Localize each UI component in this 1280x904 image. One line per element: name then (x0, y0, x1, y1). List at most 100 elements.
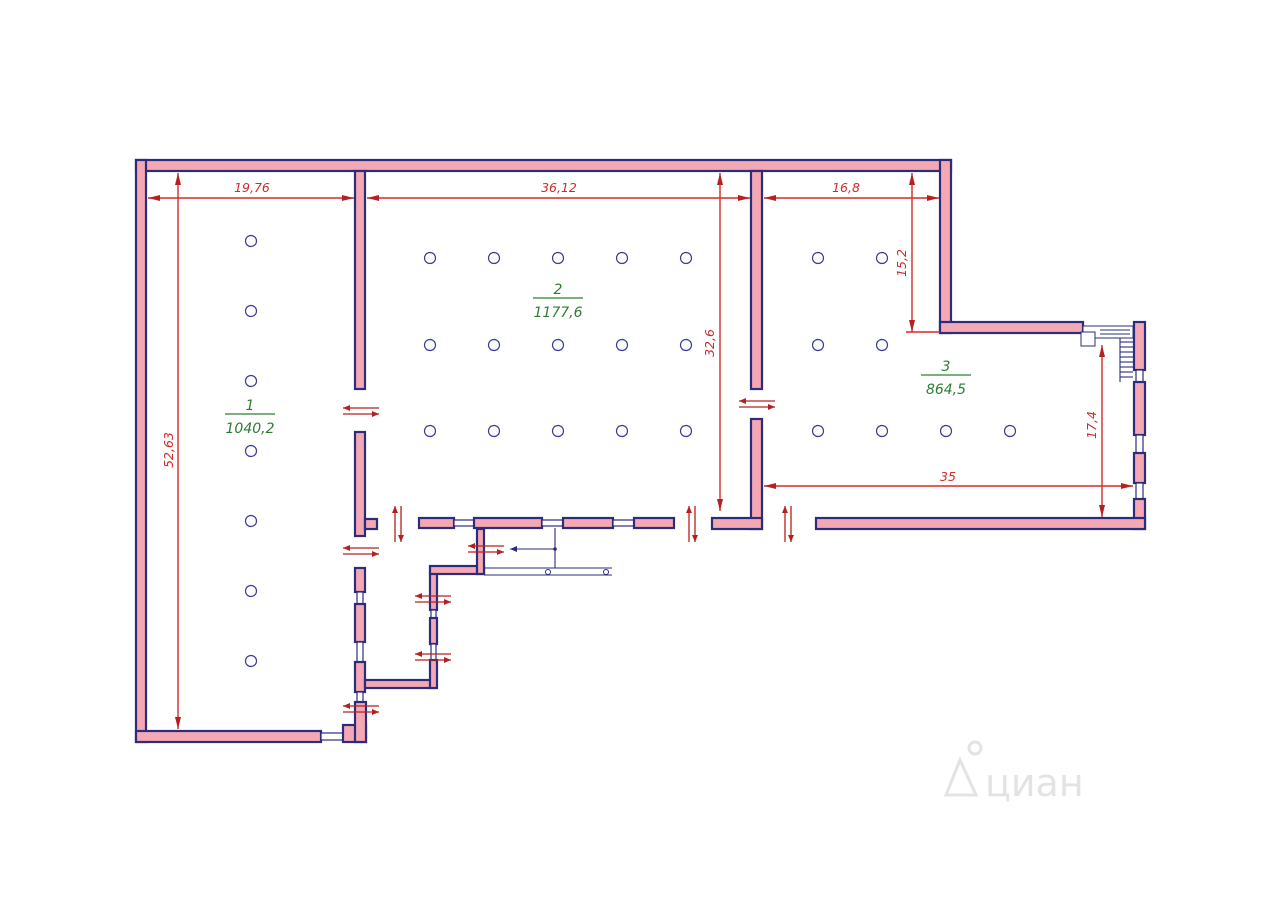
column-marker (244, 234, 258, 248)
dim-room3-lower-depth: 17,4 (1084, 411, 1099, 439)
staircase (1080, 325, 1134, 382)
window-partition-c (356, 691, 364, 703)
room3-right-a (1132, 320, 1147, 372)
partition-1-2-upper (353, 169, 367, 391)
door-arrow-pair (468, 543, 504, 555)
annex-window-a (430, 609, 437, 619)
room2-window-a (453, 519, 475, 527)
room3-right-b (1132, 380, 1147, 437)
column-marker (811, 251, 825, 265)
wall-left (134, 158, 148, 744)
room2-bottom-a (417, 516, 456, 530)
room3-right-upper (938, 158, 953, 335)
column-marker (244, 654, 258, 668)
door-arrow-pair (739, 398, 775, 410)
column-marker (875, 424, 889, 438)
door-arrow-pair (343, 545, 379, 557)
partition-1-2-lower-d (353, 700, 368, 744)
dim-room3-length: 35 (940, 469, 956, 484)
dim-room3-upper-depth: 15,2 (894, 249, 909, 277)
column-marker (939, 424, 953, 438)
partition-1-2-stub (363, 517, 379, 531)
dim-room1-length: 52,63 (161, 432, 176, 468)
room-number-2: 2 (554, 282, 563, 298)
room3-window-a (1135, 369, 1144, 383)
partition-1-2-lower-a (353, 566, 367, 594)
door-arrow-pair (343, 405, 379, 417)
room-area-1: 1040,2 (226, 421, 275, 437)
column-marker (615, 424, 629, 438)
column-marker (244, 374, 258, 388)
room3-bottom (814, 516, 1147, 531)
column-marker (423, 251, 437, 265)
room2-bottom-d (632, 516, 676, 530)
annex-bottom (363, 678, 437, 690)
column-marker (423, 424, 437, 438)
column-marker (679, 338, 693, 352)
door-arrow-pair (415, 593, 451, 605)
room3-right-c (1132, 451, 1147, 485)
door-arrows (343, 398, 794, 715)
room-area-2: 1177,6 (534, 305, 583, 321)
room2-bottom-c (561, 516, 615, 530)
partition-2-3-foot (710, 516, 764, 531)
partition-1-2-lower-b (353, 602, 367, 644)
room3-step-wall (938, 320, 1085, 335)
room-label-1: 1 1040,2 (225, 398, 275, 437)
room2-bottom-b (472, 516, 544, 530)
column-marker (811, 424, 825, 438)
column-marker (551, 338, 565, 352)
room3-window-c (1135, 482, 1144, 500)
column-marker (423, 338, 437, 352)
annex-window-b (430, 643, 437, 661)
annex-right-a (428, 570, 439, 612)
column-marker (679, 424, 693, 438)
column-marker (875, 338, 889, 352)
watermark-text: циан (985, 761, 1084, 805)
column-marker (487, 424, 501, 438)
column-marker (875, 251, 889, 265)
room-number-3: 3 (942, 359, 951, 375)
annex-right-c (428, 658, 439, 690)
column-marker (811, 338, 825, 352)
dimensions: 19,76 36,12 16,8 52,63 32,6 15,2 17,4 (148, 173, 1133, 729)
door-arrow-pair (343, 703, 379, 715)
watermark-logo-icon (943, 740, 983, 797)
annex-right-b (428, 616, 439, 646)
column-marker (1003, 424, 1017, 438)
room-label-2: 2 1177,6 (533, 282, 583, 321)
column-marker (679, 251, 693, 265)
door-arrow-pair (686, 506, 698, 542)
room-labels: 1 1040,2 2 1177,6 3 864,5 (225, 282, 971, 437)
partition-2-3-upper (749, 169, 764, 391)
door-arrow-pair (392, 506, 404, 542)
dim-room2-width: 36,12 (541, 180, 577, 195)
partition-1-2-middle (353, 430, 367, 538)
room2-window-c (612, 519, 635, 527)
wall-top (134, 158, 953, 173)
gate-mechanism (484, 528, 612, 576)
partition-1-2-lower-c (353, 660, 367, 694)
room-label-3: 3 864,5 (921, 359, 971, 398)
window-partition-b (356, 641, 364, 663)
room3-window-b (1135, 434, 1144, 454)
room-area-3: 864,5 (926, 382, 966, 398)
column-marker (487, 338, 501, 352)
room2-window-b (541, 519, 564, 527)
room-number-1: 1 (246, 398, 255, 414)
walls (134, 158, 1147, 744)
column-marker (244, 584, 258, 598)
column-marker (551, 251, 565, 265)
wall-bottom-room1 (134, 729, 323, 744)
columns (244, 234, 1017, 668)
column-marker (615, 338, 629, 352)
watermark: циан (943, 740, 1084, 805)
column-marker (487, 251, 501, 265)
column-marker (244, 514, 258, 528)
column-marker (551, 424, 565, 438)
window-partition-a (356, 591, 364, 605)
window-bottom-room1 (320, 732, 344, 741)
column-marker (244, 444, 258, 458)
dim-room2-depth: 32,6 (702, 329, 717, 357)
